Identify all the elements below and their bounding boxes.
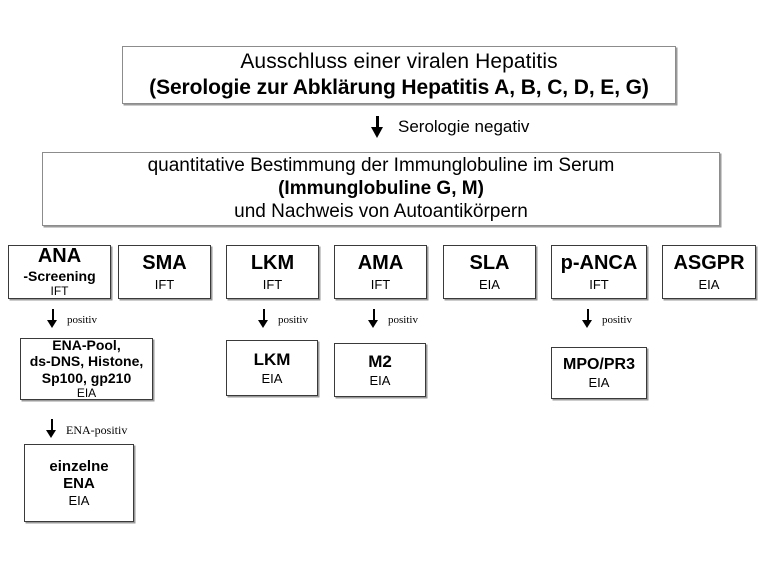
test-method-sma: IFT: [154, 276, 175, 292]
arrow-down-icon: [371, 115, 384, 139]
arrow-positiv-lkm-label: positiv: [278, 314, 308, 326]
result-box-ena-pool: ENA-Pool, ds-DNS, Histone, Sp100, gp210 …: [20, 337, 153, 400]
test-box-asgpr: ASGPR EIA: [662, 245, 756, 299]
test-box-sma: SMA IFT: [118, 245, 211, 299]
arrow-serologie-label: Serologie negativ: [398, 117, 530, 136]
einzelne-line-2: ENA: [63, 475, 95, 493]
test-box-ana: ANA -Screening IFT: [8, 245, 111, 299]
test-method-panca: IFT: [589, 276, 609, 292]
ena-pool-line-3: Sp100, gp210: [41, 369, 132, 386]
test-box-panca: p-ANCA IFT: [551, 245, 647, 299]
arrow-serologie-negativ: Serologie negativ: [371, 114, 529, 140]
immunoglobulin-line-3: und Nachweis von Autoantikörpern: [234, 201, 528, 223]
test-name-sla: SLA: [469, 252, 510, 275]
result-m2-name: M2: [368, 352, 392, 372]
test-method-ama: IFT: [370, 276, 391, 292]
immunoglobulin-line-2: (Immunglobuline G, M): [278, 177, 484, 199]
title-line-1: Ausschluss einer viralen Hepatitis: [240, 49, 558, 73]
immunoglobulin-box: quantitative Bestimmung der Immunglobuli…: [42, 152, 720, 226]
test-name-panca: p-ANCA: [560, 252, 638, 275]
test-method-asgpr: EIA: [698, 276, 720, 292]
arrow-down-icon: [582, 309, 593, 331]
result-box-mpo-pr3: MPO/PR3 EIA: [551, 347, 647, 399]
arrow-down-icon: [47, 309, 58, 331]
immunoglobulin-line-1: quantitative Bestimmung der Immunglobuli…: [147, 154, 615, 176]
arrow-positiv-lkm: positiv: [258, 308, 308, 332]
arrow-positiv-ama-label: positiv: [388, 314, 418, 326]
test-name-sma: SMA: [142, 252, 187, 275]
result-mpo-method: EIA: [588, 375, 610, 391]
arrow-positiv-ana: positiv: [47, 308, 97, 332]
test-method-sla: EIA: [479, 276, 500, 292]
test-box-ama: AMA IFT: [334, 245, 427, 299]
einzelne-line-1: einzelne: [49, 458, 109, 476]
title-box: Ausschluss einer viralen Hepatitis (Sero…: [122, 46, 676, 104]
result-box-lkm: LKM EIA: [226, 340, 318, 396]
test-name-lkm: LKM: [250, 252, 295, 275]
arrow-positiv-ana-label: positiv: [67, 314, 97, 326]
arrow-down-icon: [258, 309, 269, 331]
test-method-lkm: IFT: [262, 276, 283, 292]
result-lkm-method: EIA: [261, 370, 283, 386]
arrow-positiv-panca: positiv: [582, 308, 632, 332]
einzelne-method: EIA: [68, 492, 90, 508]
ena-pool-line-1: ENA-Pool,: [52, 337, 121, 354]
ena-pool-method: EIA: [76, 385, 97, 400]
result-box-m2: M2 EIA: [334, 343, 426, 397]
test-box-lkm: LKM IFT: [226, 245, 319, 299]
test-name-asgpr: ASGPR: [673, 252, 745, 275]
arrow-positiv-ama: positiv: [368, 308, 418, 332]
arrow-down-icon: [368, 309, 379, 331]
test-name-ama: AMA: [357, 252, 404, 275]
result-box-einzelne-ena: einzelne ENA EIA: [24, 444, 134, 522]
title-line-2: (Serologie zur Abklärung Hepatitis A, B,…: [149, 76, 649, 99]
arrow-ena-positiv-label: ENA-positiv: [66, 422, 128, 437]
test-box-sla: SLA EIA: [443, 245, 536, 299]
result-lkm-name: LKM: [253, 350, 291, 370]
ena-pool-line-2: ds-DNS, Histone,: [29, 353, 144, 370]
arrow-down-icon: [46, 419, 57, 441]
test-method-ana: IFT: [50, 284, 69, 299]
arrow-positiv-panca-label: positiv: [602, 314, 632, 326]
test-sub-ana: -Screening: [23, 268, 96, 285]
test-name-ana: ANA: [37, 244, 82, 267]
result-mpo-name: MPO/PR3: [562, 355, 635, 373]
arrow-ena-positiv: ENA-positiv: [46, 418, 127, 442]
result-m2-method: EIA: [369, 372, 391, 388]
